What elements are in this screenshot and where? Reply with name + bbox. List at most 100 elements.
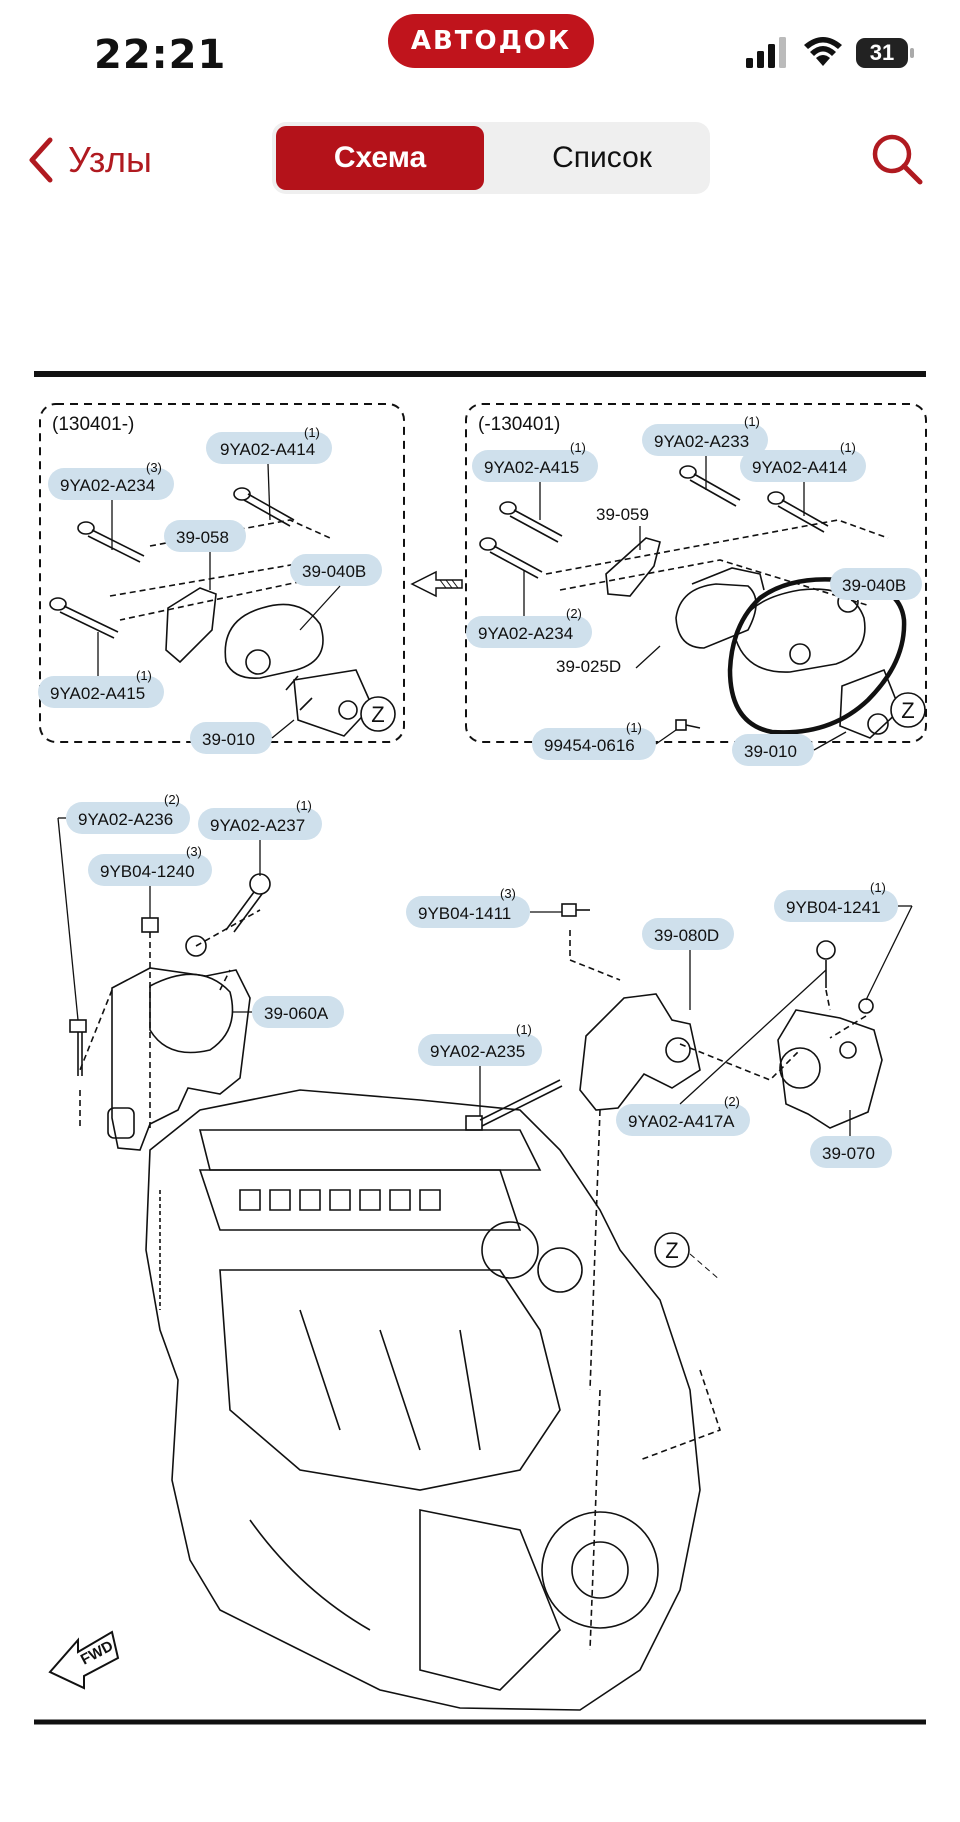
part-label[interactable]: 9YA02-A236 (2)	[66, 792, 190, 834]
search-icon	[872, 134, 923, 185]
part-label-text: 9YA02-A415	[50, 684, 145, 703]
tab-scheme[interactable]: Схема	[276, 126, 484, 190]
part-label[interactable]: 39-025D	[556, 657, 621, 676]
mount-drawing	[224, 603, 324, 679]
center-mount-drawing	[579, 993, 701, 1111]
part-label[interactable]: 9YA02-A235 (1)	[418, 1022, 542, 1066]
part-label[interactable]: 39-070	[810, 1136, 892, 1168]
parts-diagram: (130401-) (-130401)	[0, 370, 960, 1750]
part-label[interactable]: 9YA02-A414 (1)	[740, 440, 866, 482]
part-label-qty: (1)	[296, 798, 312, 813]
part-label-text: 39-070	[822, 1144, 875, 1163]
part-label-qty: (1)	[626, 720, 642, 735]
bolt-drawing	[77, 521, 145, 563]
part-label[interactable]: 39-060A	[252, 996, 344, 1028]
battery-tip	[910, 48, 914, 58]
part-label[interactable]: 9YA02-A234 (2)	[466, 606, 592, 648]
brand-logo: АВТОДОК	[388, 14, 594, 68]
part-label-text: 39-058	[176, 528, 229, 547]
part-label[interactable]: 39-040B	[830, 568, 922, 600]
wifi-icon	[804, 37, 842, 66]
part-label[interactable]: 9YB04-1240 (3)	[88, 844, 212, 886]
part-label-text: 9YB04-1241	[786, 898, 881, 917]
back-button-label: Узлы	[68, 139, 152, 180]
cellular-signal-icon	[746, 37, 786, 68]
part-label[interactable]: 9YA02-A414 (1)	[206, 425, 332, 464]
tab-list[interactable]: Список	[552, 141, 652, 174]
part-label-text: 9YA02-A237	[210, 816, 305, 835]
part-label[interactable]: 9YA02-A415 (1)	[38, 668, 164, 708]
part-label-text: 9YA02-A415	[484, 458, 579, 477]
part-label-qty: (3)	[186, 844, 202, 859]
mount-base-drawing	[839, 668, 901, 739]
part-label-text: 39-025D	[556, 657, 621, 676]
part-label[interactable]: 9YB04-1411 (3)	[406, 886, 530, 928]
part-label-text: 9YA02-A233	[654, 432, 749, 451]
part-label[interactable]: 9YA02-A237 (1)	[198, 798, 322, 840]
part-label[interactable]: 39-059	[596, 505, 649, 524]
part-label-text: 9YA02-A236	[78, 810, 173, 829]
part-label-text: 9YA02-A234	[478, 624, 573, 643]
part-label-qty: (2)	[164, 792, 180, 807]
part-label-text: 39-010	[202, 730, 255, 749]
part-label[interactable]: 39-010	[732, 734, 814, 766]
view-z-label: Z	[371, 702, 384, 727]
part-label[interactable]: 39-080D	[642, 918, 734, 950]
part-label-text: 9YA02-A414	[752, 458, 847, 477]
part-label-qty: (1)	[516, 1022, 532, 1037]
highlight-circle	[727, 577, 907, 735]
view-z-marker: Z	[654, 1232, 721, 1281]
inset-transition-arrow	[410, 570, 463, 598]
part-label-text: 9YB04-1240	[100, 862, 195, 881]
part-label[interactable]: 9YA02-A417A (2)	[616, 1094, 750, 1136]
bolt-drawing	[816, 940, 836, 988]
part-label[interactable]: 9YA02-A234 (3)	[48, 460, 174, 500]
part-label-text: 39-060A	[264, 1004, 329, 1023]
part-label-text: 39-040B	[302, 562, 366, 581]
part-label[interactable]: 99454-0616 (1)	[532, 720, 656, 760]
part-label-qty: (1)	[136, 668, 152, 683]
part-label-text: 9YB04-1411	[418, 904, 511, 923]
part-label-qty: (1)	[840, 440, 856, 455]
inset-left-frame	[39, 403, 405, 743]
search-button[interactable]	[868, 130, 928, 190]
main-parts	[69, 873, 883, 1711]
part-label[interactable]: 39-010	[190, 722, 272, 754]
engine-drawing	[145, 1089, 701, 1711]
part-label-qty: (3)	[146, 460, 162, 475]
view-z-label: Z	[665, 1238, 678, 1263]
part-label[interactable]: 39-040B	[290, 554, 382, 586]
bushing-drawing	[245, 649, 271, 675]
part-label[interactable]: 9YA02-A233 (1)	[642, 414, 768, 456]
status-bar: 22:21 АВТОДОК 31	[0, 0, 960, 100]
part-label-text: 9YA02-A235	[430, 1042, 525, 1061]
bolt-drawing	[679, 465, 741, 507]
chevron-left-icon	[29, 137, 53, 183]
part-label-text: 39-080D	[654, 926, 719, 945]
part-label[interactable]: 9YB04-1241 (1)	[774, 880, 898, 922]
part-label[interactable]: 9YA02-A415 (1)	[472, 440, 598, 482]
fwd-arrow-icon: FWD	[48, 1630, 120, 1690]
battery-indicator: 31	[856, 38, 908, 68]
back-button[interactable]: Узлы	[26, 130, 152, 190]
bolt-drawing	[233, 487, 295, 527]
view-z-marker: Z	[360, 696, 396, 732]
part-label[interactable]: 39-058	[164, 520, 246, 552]
bolt-drawing	[49, 597, 119, 639]
part-label-text: 9YA02-A417A	[628, 1112, 735, 1131]
bolt-drawing	[69, 1019, 87, 1076]
leader-lines	[57, 456, 913, 1136]
view-switcher: Схема Список	[272, 122, 710, 194]
parts-diagram-svg: (130401-) (-130401)	[34, 371, 927, 1725]
status-icons: 31	[744, 36, 924, 72]
part-label-qty: (3)	[500, 886, 516, 901]
bolt-drawing	[858, 998, 874, 1014]
part-label-qty: (1)	[304, 425, 320, 440]
part-label-text: 9YA02-A414	[220, 440, 315, 459]
part-label-qty: (1)	[744, 414, 760, 429]
bolt-drawing	[465, 1079, 563, 1131]
part-label-text: 9YA02-A234	[60, 476, 155, 495]
status-time: 22:21	[94, 32, 227, 78]
nav-bar: Узлы Схема Список	[0, 110, 960, 210]
part-label-text: 39-040B	[842, 576, 906, 595]
